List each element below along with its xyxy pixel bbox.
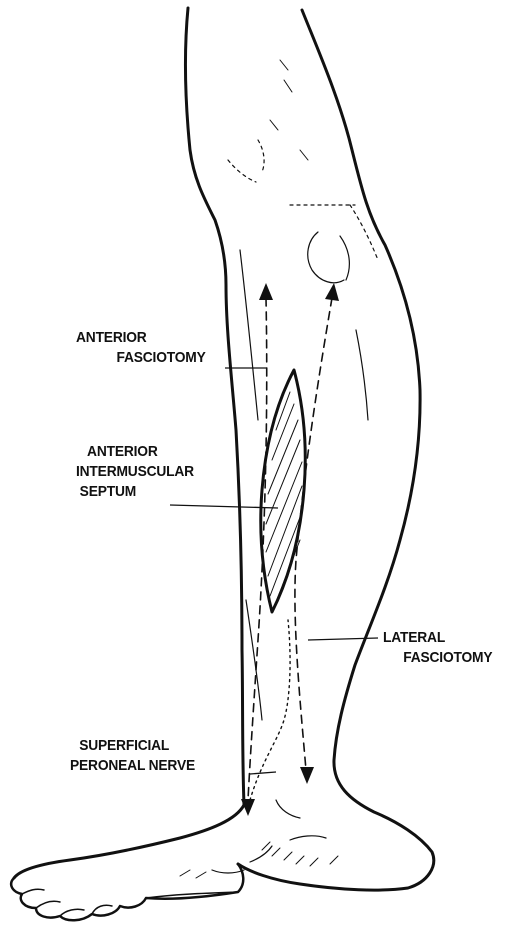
label-superficial-peroneal-nerve: SUPERFICIAL PERONEAL NERVE [70, 736, 195, 776]
anterior-fasciotomy-line [248, 298, 267, 800]
knee-patella [308, 232, 350, 283]
arrowhead-lateral-bottom [300, 767, 314, 784]
toe-nail-lines [22, 889, 112, 916]
arrowhead-anterior-top [259, 283, 273, 300]
incision-outline [261, 370, 306, 612]
leader-superficial-peroneal-nerve [250, 772, 276, 774]
label-lateral-fasciotomy-line2: FASCIOTOMY [403, 648, 492, 668]
ankle-shading [212, 800, 326, 873]
lateral-fasciotomy-line [295, 298, 332, 770]
label-anterior-fasciotomy: ANTERIOR FASCIOTOMY [76, 328, 206, 368]
label-septum-line2: INTERMUSCULAR [76, 462, 194, 482]
label-anterior-fasciotomy-line2: FASCIOTOMY [116, 348, 205, 368]
label-lateral-fasciotomy: LATERAL FASCIOTOMY [383, 628, 492, 668]
label-septum-line3: SEPTUM [80, 482, 194, 502]
label-nerve-line2: PERONEAL NERVE [70, 756, 195, 776]
foot-dorsum [14, 805, 244, 878]
calf-contour [356, 330, 368, 420]
thigh-hatching [270, 60, 308, 160]
incision-hatching [266, 392, 302, 602]
leader-lateral-fasciotomy [308, 638, 378, 640]
toes [11, 864, 243, 920]
foot-hatching [180, 842, 338, 878]
label-lateral-fasciotomy-line1: LATERAL [383, 628, 492, 648]
label-nerve-line1: SUPERFICIAL [79, 736, 195, 756]
label-anterior-intermuscular-septum: ANTERIOR INTERMUSCULAR SEPTUM [76, 442, 194, 502]
leg-outline-front [186, 8, 244, 805]
label-septum-line1: ANTERIOR [87, 442, 194, 462]
arrowhead-lateral-top [325, 283, 339, 301]
label-anterior-fasciotomy-line1: ANTERIOR [76, 328, 206, 348]
